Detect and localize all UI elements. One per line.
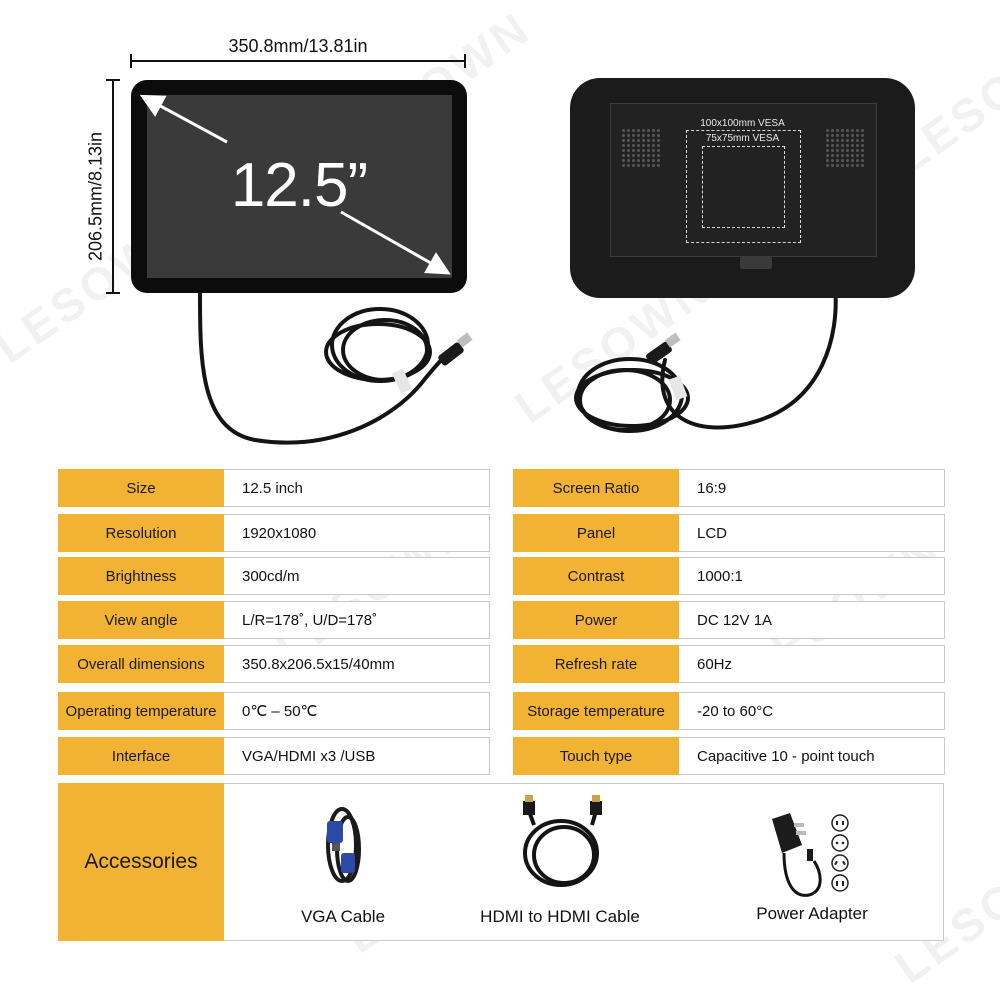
vesa-100-label: 100x100mm VESA [700,118,785,129]
diagonal-size-label: 12.5” [230,151,368,220]
power-adapter-icon [772,813,849,897]
spec-label: Touch type [513,737,679,775]
cables-illustration [198,283,838,445]
height-dimension-line [106,79,120,294]
spec-value: -20 to 60°C [679,692,945,730]
spec-label: Interface [58,737,224,775]
spec-label: View angle [58,601,224,639]
accessory-caption-vga: VGA Cable [300,907,386,926]
hdmi-cable-icon [523,810,599,887]
spec-label: Refresh rate [513,645,679,683]
spec-value: LCD [679,514,945,552]
spec-label: Screen Ratio [513,469,679,507]
spec-value: 12.5 inch [224,469,490,507]
accessories-label: Accessories [58,783,224,941]
accessory-caption-hdmi: HDMI to HDMI Cable [480,907,640,926]
spec-label: Operating temperature [58,692,224,730]
spec-value: DC 12V 1A [679,601,945,639]
width-dimension-label: 350.8mm/13.81in [228,36,368,56]
vesa-100-outline [686,130,801,243]
accessory-caption-power: Power Adapter [756,904,868,923]
spec-value: 1920x1080 [224,514,490,552]
spec-label: Size [58,469,224,507]
spec-value: VGA/HDMI x3 /USB [224,737,490,775]
width-dimension-line [130,54,466,68]
vesa-75-label: 75x75mm VESA [705,133,780,144]
spec-label: Resolution [58,514,224,552]
spec-value: 300cd/m [224,557,490,595]
speaker-grille-right [825,128,865,168]
spec-value: L/R=178˚, U/D=178˚ [224,601,490,639]
vesa-75-outline [702,146,785,228]
spec-label: Contrast [513,557,679,595]
height-dimension-label: 206.5mm/8.13in [85,131,106,262]
spec-value: 16:9 [679,469,945,507]
spec-label: Overall dimensions [58,645,224,683]
back-connector [740,257,772,269]
accessories-illustration [326,795,849,897]
spec-value: Capacitive 10 - point touch [679,737,945,775]
spec-label: Storage temperature [513,692,679,730]
spec-value: 1000:1 [679,557,945,595]
vga-cable-icon [326,807,361,883]
speaker-grille-left [621,128,661,168]
spec-label: Power [513,601,679,639]
spec-value: 350.8x206.5x15/40mm [224,645,490,683]
diagonal-arrow [139,94,451,275]
spec-label: Panel [513,514,679,552]
spec-value: 60Hz [679,645,945,683]
spec-label: Brightness [58,557,224,595]
spec-value: 0℃ – 50℃ [224,692,490,730]
